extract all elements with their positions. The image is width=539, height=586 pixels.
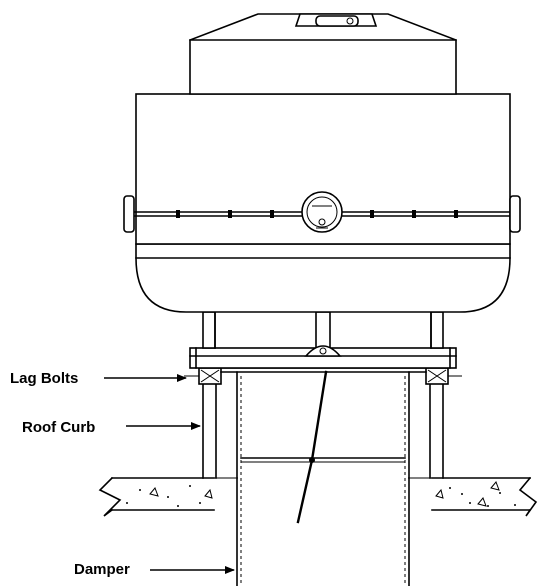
fan-base (184, 311, 462, 377)
damper-duct (236, 370, 410, 586)
callout-lag-bolts: Lag Bolts (10, 370, 187, 387)
callout-damper: Damper (74, 561, 235, 578)
callout-roof-curb: Roof Curb (22, 419, 201, 436)
damper-label: Damper (74, 561, 130, 578)
roof-curb-label: Roof Curb (22, 419, 95, 436)
fan-housing (123, 13, 521, 313)
lag-bolts-label: Lag Bolts (10, 370, 78, 387)
roof-slab (98, 476, 538, 517)
